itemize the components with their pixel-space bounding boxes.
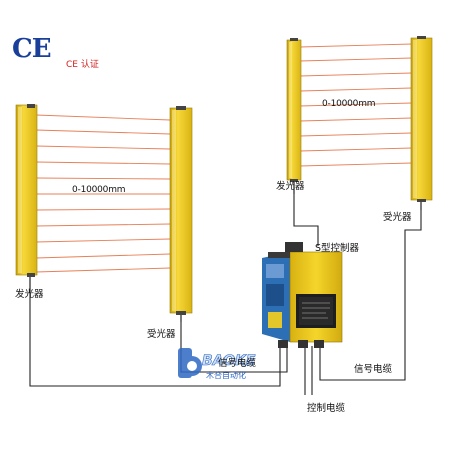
controller-box [262, 242, 343, 348]
left-emitter-bar [15, 104, 38, 292]
right-receiver-bar [410, 36, 433, 210]
ce-certification-label: CE 认证 [66, 60, 99, 70]
ce-logo: CE [12, 34, 52, 64]
right-emitter-label: 发光器 [276, 181, 305, 192]
signal-cable-left-label: 信号电缆 [218, 358, 257, 369]
left-receiver-label: 受光器 [147, 329, 176, 340]
watermark-logo [178, 348, 202, 378]
control-cable-label: 控制电缆 [307, 403, 346, 414]
left-receiver-bar [169, 106, 193, 322]
left-range-label: 0-10000mm [72, 185, 126, 195]
signal-cable-right-label: 信号电缆 [354, 364, 393, 375]
cables [29, 194, 422, 395]
watermark-caption: 木合自动化 [206, 371, 246, 380]
watermark-brand-text: BAOKE [202, 353, 256, 369]
right-range-label: 0-10000mm [322, 99, 376, 109]
controller-label: S型控制器 [315, 243, 360, 254]
left-beams [35, 114, 171, 273]
right-receiver-label: 受光器 [383, 212, 412, 223]
right-beams [299, 43, 413, 167]
left-emitter-label: 发光器 [15, 289, 44, 300]
right-emitter-bar [286, 38, 302, 194]
